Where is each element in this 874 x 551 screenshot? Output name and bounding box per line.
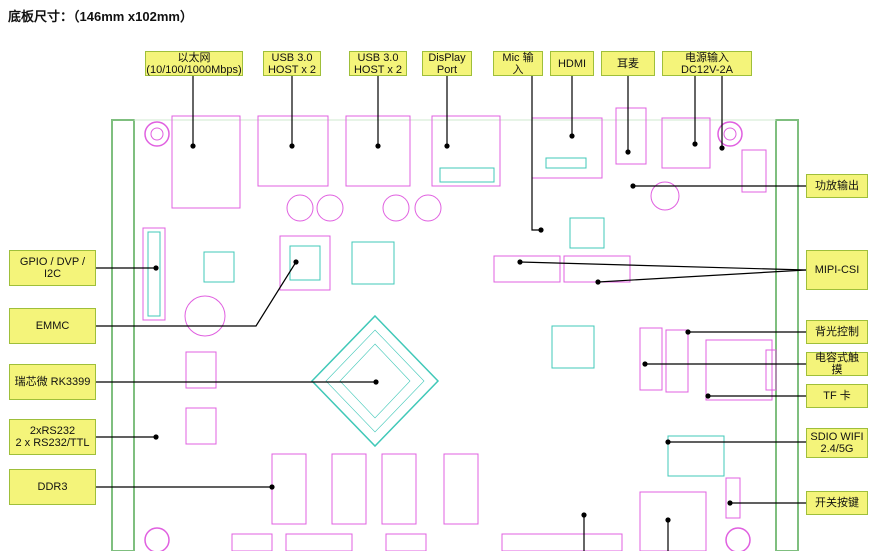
label-emmc: EMMC xyxy=(9,308,96,344)
page-title: 底板尺寸：（146mm x102mm） xyxy=(8,9,193,24)
label-touch: 电容式触摸 xyxy=(806,352,868,376)
label-mipi-csi: MIPI-CSI xyxy=(806,250,868,290)
label-backlight: 背光控制 xyxy=(806,320,868,344)
label-soc: 瑞芯微 RK3399 xyxy=(9,364,96,400)
label-power-key: 开关按键 xyxy=(806,491,868,515)
label-displayport: DisPlay Port xyxy=(422,51,472,76)
label-hdmi: HDMI xyxy=(550,51,594,76)
label-rs232: 2xRS232 2 x RS232/TTL xyxy=(9,419,96,455)
label-sdio-wifi: SDIO WIFI 2.4/5G xyxy=(806,428,868,458)
label-usb-host: USB 3.0 HOST x 2 xyxy=(263,51,321,76)
label-usb-host-2: USB 3.0 HOST x 2 xyxy=(349,51,407,76)
label-ddr3: DDR3 xyxy=(9,469,96,505)
label-tf-card: TF 卡 xyxy=(806,384,868,408)
label-ethernet: 以太网 (10/100/1000Mbps) xyxy=(145,51,243,76)
label-power-input: 电源输入 DC12V-2A xyxy=(662,51,752,76)
label-amp-output: 功放输出 xyxy=(806,174,868,198)
label-mic: Mic 输入 xyxy=(493,51,543,76)
label-headphone: 耳麦 xyxy=(601,51,655,76)
label-gpio: GPIO / DVP / I2C xyxy=(9,250,96,286)
